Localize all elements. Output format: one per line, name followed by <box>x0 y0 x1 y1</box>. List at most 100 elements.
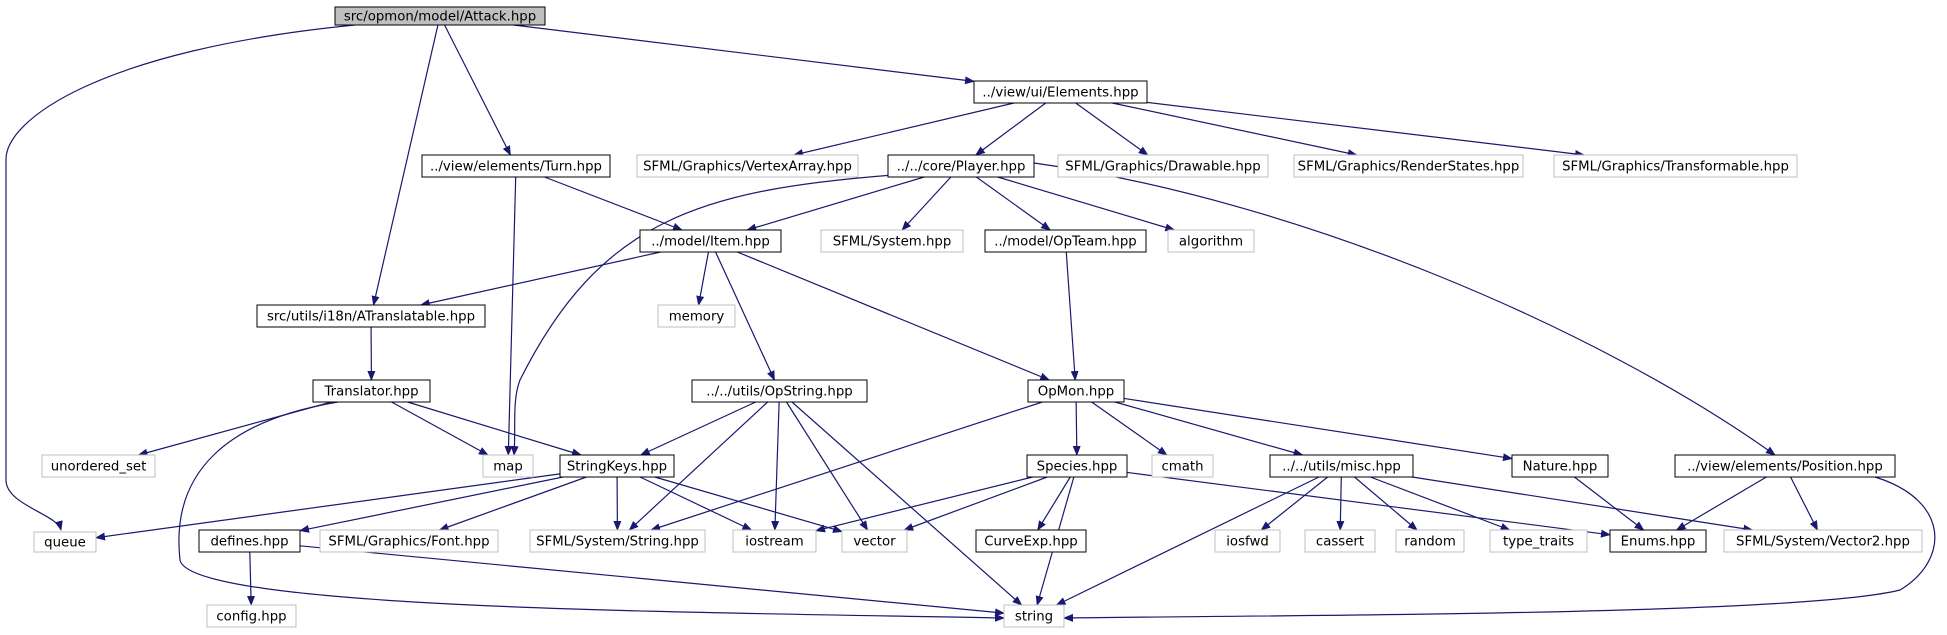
node-item-label: ../model/Item.hpp <box>651 235 770 250</box>
edge-misc-to-string <box>1055 476 1320 606</box>
node-species-label: Species.hpp <box>1037 460 1118 475</box>
node-misc-label: ../../utils/misc.hpp <box>1282 460 1401 475</box>
node-config-label: config.hpp <box>216 610 286 625</box>
node-turn-box <box>421 154 611 178</box>
edge-layer <box>5 24 1936 622</box>
node-sfmlsystem: SFML/System.hpp <box>820 229 964 253</box>
node-config: config.hpp <box>206 604 297 628</box>
node-vertexarray-box <box>636 154 859 178</box>
node-player[interactable]: ../../core/Player.hpp <box>887 154 1035 178</box>
node-attack[interactable]: src/opmon/model/Attack.hpp <box>334 6 546 26</box>
node-enums-box <box>1609 529 1707 553</box>
node-random-box <box>1395 529 1465 553</box>
node-random-label: random <box>1404 535 1456 550</box>
node-font-box <box>319 529 499 553</box>
node-algorithm-label: algorithm <box>1179 235 1243 250</box>
node-iostream-box <box>732 529 817 553</box>
edge-translator-to-map <box>391 401 489 456</box>
edge-opstring-to-vector <box>785 401 869 531</box>
node-stringkeys-box <box>559 454 675 478</box>
node-elements[interactable]: ../view/ui/Elements.hpp <box>973 80 1148 104</box>
node-memory: memory <box>657 304 736 328</box>
edge-elements-to-renderstates <box>1112 102 1358 158</box>
node-opstring[interactable]: ../../utils/OpString.hpp <box>691 379 868 403</box>
node-position[interactable]: ../view/elements/Position.hpp <box>1674 454 1896 478</box>
node-attack-label: src/opmon/model/Attack.hpp <box>344 10 536 25</box>
edge-nature-to-enums <box>1574 476 1645 531</box>
node-layer: src/opmon/model/Attack.hpp ../view/ui/Ele… <box>33 6 1923 628</box>
node-atranslatable-label: src/utils/i18n/ATranslatable.hpp <box>267 310 475 325</box>
node-translator[interactable]: Translator.hpp <box>312 379 431 403</box>
node-opstring-box <box>691 379 868 403</box>
node-turn[interactable]: ../view/elements/Turn.hpp <box>421 154 611 178</box>
node-renderstates-box <box>1293 154 1524 178</box>
edge-turn-to-item <box>544 176 683 231</box>
edge-turn-to-map <box>504 176 517 456</box>
node-enums-label: Enums.hpp <box>1621 535 1696 550</box>
node-stringkeys-label: StringKeys.hpp <box>567 460 667 475</box>
node-cassert-label: cassert <box>1316 535 1364 550</box>
edge-opmon-to-species <box>1072 401 1081 456</box>
node-defines[interactable]: defines.hpp <box>198 529 301 553</box>
node-curveexp-box <box>975 529 1087 553</box>
node-config-box <box>206 604 297 628</box>
node-nature-label: Nature.hpp <box>1523 460 1598 475</box>
edge-item-to-opstring <box>715 251 775 381</box>
edge-species-to-curveexp <box>1037 476 1071 531</box>
edge-misc-to-type_traits <box>1370 476 1511 531</box>
node-iosfwd-label: iosfwd <box>1226 535 1269 550</box>
node-opmon[interactable]: OpMon.hpp <box>1027 379 1125 403</box>
edge-elements-to-player <box>974 102 1047 156</box>
node-misc[interactable]: ../../utils/misc.hpp <box>1269 454 1414 478</box>
node-opteam[interactable]: ../model/OpTeam.hpp <box>984 229 1147 253</box>
node-drawable: SFML/Graphics/Drawable.hpp <box>1057 154 1269 178</box>
edge-misc-to-cassert <box>1336 476 1345 531</box>
edge-item-to-atranslatable <box>419 251 661 307</box>
edge-defines-to-config <box>246 551 255 606</box>
node-atranslatable[interactable]: src/utils/i18n/ATranslatable.hpp <box>256 304 486 328</box>
edge-elements-to-transformable <box>1146 101 1586 158</box>
node-queue-label: queue <box>44 536 86 551</box>
node-map: map <box>482 454 534 478</box>
node-turn-label: ../view/elements/Turn.hpp <box>430 160 602 175</box>
node-transformable: SFML/Graphics/Transformable.hpp <box>1553 154 1798 178</box>
node-map-label: map <box>493 460 523 475</box>
node-enums[interactable]: Enums.hpp <box>1609 529 1707 553</box>
node-cmath-label: cmath <box>1161 460 1203 475</box>
node-species[interactable]: Species.hpp <box>1026 454 1128 478</box>
node-vertexarray: SFML/Graphics/VertexArray.hpp <box>636 154 859 178</box>
node-vector-label: vector <box>853 535 896 550</box>
node-drawable-label: SFML/Graphics/Drawable.hpp <box>1065 160 1260 175</box>
node-opmon-label: OpMon.hpp <box>1038 385 1114 400</box>
node-vector2: SFML/System/Vector2.hpp <box>1723 529 1923 553</box>
node-item[interactable]: ../model/Item.hpp <box>639 229 782 253</box>
edge-species-to-enums <box>1126 471 1611 538</box>
edge-opstring-to-stringkeys <box>639 401 756 456</box>
node-opteam-label: ../model/OpTeam.hpp <box>994 235 1136 250</box>
node-stringkeys[interactable]: StringKeys.hpp <box>559 454 675 478</box>
edge-opstring-to-string <box>791 401 1023 606</box>
edge-species-to-iostream <box>815 476 1033 533</box>
node-renderstates-label: SFML/Graphics/RenderStates.hpp <box>1298 160 1520 175</box>
edge-stringkeys-to-vector <box>654 476 843 533</box>
node-transformable-box <box>1553 154 1798 178</box>
node-atranslatable-box <box>256 304 486 328</box>
node-type_traits: type_traits <box>1489 529 1588 553</box>
edge-position-to-string <box>1063 476 1936 622</box>
node-string-label: string <box>1015 610 1053 625</box>
edge-elements-to-drawable <box>1075 102 1149 156</box>
node-vector2-box <box>1723 529 1923 553</box>
node-string: string <box>1003 604 1065 628</box>
node-elements-label: ../view/ui/Elements.hpp <box>982 86 1138 101</box>
node-attack-box <box>334 6 546 26</box>
node-cmath: cmath <box>1151 454 1214 478</box>
edge-opmon-to-cmath <box>1091 401 1168 456</box>
edge-player-to-position <box>1033 162 1776 456</box>
edge-position-to-vector2 <box>1790 476 1818 531</box>
node-curveexp[interactable]: CurveExp.hpp <box>975 529 1087 553</box>
node-algorithm: algorithm <box>1167 229 1255 253</box>
edge-item-to-opmon <box>737 251 1051 381</box>
edge-player-to-map <box>510 174 894 456</box>
edge-player-to-algorithm <box>997 176 1176 232</box>
node-nature[interactable]: Nature.hpp <box>1511 454 1609 478</box>
